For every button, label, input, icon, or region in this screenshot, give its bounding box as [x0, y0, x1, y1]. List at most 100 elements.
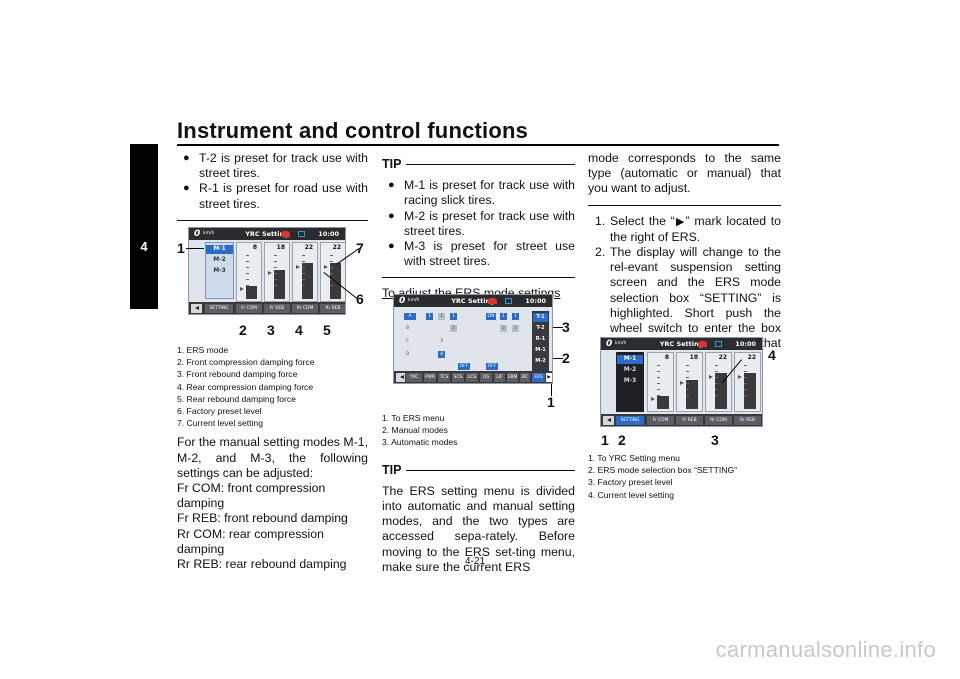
gauge-tick	[246, 261, 249, 262]
gauge-fill	[744, 373, 756, 409]
side-item-t2: T-2	[536, 325, 545, 331]
caption: 2. Manual modes	[382, 425, 448, 436]
gauge-tick	[274, 273, 277, 274]
chapter-number: 4	[140, 239, 148, 254]
gauge-tick	[330, 267, 333, 268]
preset-arrow	[268, 271, 272, 275]
gauge-value: 8	[252, 244, 257, 251]
gauge-tick	[657, 383, 660, 384]
gauge-tick	[274, 267, 277, 268]
gauge-tick	[715, 365, 718, 366]
gauge-tick	[657, 395, 660, 396]
btn-setting: SETTING	[616, 416, 644, 425]
btn-lcs: LCS	[466, 373, 478, 382]
btn-tcs: TCS	[438, 373, 450, 382]
mode-m1: M-1	[206, 245, 233, 254]
preset-arrow	[709, 375, 713, 379]
tip-heading: TIP	[382, 157, 575, 172]
mode-m2: M-2	[623, 367, 637, 373]
preset-arrow	[680, 381, 684, 385]
gauge-tick	[686, 377, 689, 378]
side-item-t1: T-1	[533, 313, 548, 322]
ers-mode-box: M-1 M-2 M-3	[205, 242, 234, 299]
mode-m1: M-1	[617, 355, 643, 364]
gauge-value: 18	[276, 244, 285, 251]
gauge-tick	[657, 377, 660, 378]
step-number: 2.	[595, 245, 606, 260]
gauge-tick	[330, 261, 333, 262]
btn-fr-reb: Fr REB	[264, 304, 290, 313]
gauge-tick	[715, 389, 718, 390]
gauge-fr-com: 8	[647, 352, 674, 412]
btn-ers: ERS	[532, 373, 545, 382]
warning-icon	[488, 298, 497, 304]
lcd-title: YRC Setting	[245, 230, 289, 238]
gauge-tick	[246, 285, 249, 286]
mode-m2: M-2	[213, 257, 226, 263]
gauge-value: 22	[747, 354, 756, 361]
leader-line	[551, 384, 552, 396]
mode-m3: M-3	[623, 378, 637, 384]
row-label-b: B	[405, 326, 410, 331]
grid-cell: 1	[426, 313, 433, 320]
section-rule	[177, 219, 368, 221]
grid-cell: 2	[500, 325, 507, 332]
battery-icon	[298, 231, 305, 237]
grid-cell: 2	[512, 325, 519, 332]
grid-cell: 1	[450, 313, 457, 320]
tip-heading: TIP	[382, 463, 575, 478]
gauge-tick	[330, 273, 333, 274]
side-item-m1: M-1	[535, 347, 546, 353]
grid-cell: 1	[438, 313, 445, 320]
gauge-tick	[715, 395, 718, 396]
gauge-tick	[686, 365, 689, 366]
btn-scs: SCS	[452, 373, 464, 382]
bullet-t2: T-2 is preset for track use with street …	[177, 151, 368, 181]
leader-line	[553, 358, 563, 359]
lcd-button-row: SETTING Fr COM Fr REB Rr COM Rr REB	[189, 302, 345, 314]
gauge-tick	[657, 365, 660, 366]
gauge-value: 22	[718, 354, 727, 361]
battery-icon	[715, 341, 722, 347]
preset-arrow	[324, 265, 328, 269]
gauge-tick	[744, 395, 747, 396]
btn-rr-com: Rr COM	[705, 416, 732, 425]
btn-rr-reb: Rr REB	[734, 416, 761, 425]
gauge-tick	[302, 267, 305, 268]
gauge-tick	[302, 255, 305, 256]
speed-unit: km/h	[408, 298, 420, 303]
mode-m3: M-3	[213, 268, 226, 274]
continuation-text: mode corresponds to the same type (autom…	[588, 151, 781, 196]
gauge-tick	[274, 255, 277, 256]
gauge-tick	[744, 383, 747, 384]
caption: 4. Rear compression damping force	[177, 381, 314, 392]
gauge-tick	[715, 383, 718, 384]
bullet-r1: R-1 is preset for road use with street t…	[177, 181, 368, 211]
figure-1-captions: 1. ERS mode 2. Front compression damping…	[177, 344, 368, 429]
row-label-d: D	[405, 352, 410, 357]
column-3: mode corresponds to the same type (autom…	[588, 151, 781, 367]
gauge-value: 22	[304, 244, 313, 251]
ers-screen-1: 0 km/h YRC Setting 10:00 M-1 M-2 M-3 8 1…	[188, 227, 346, 315]
callout-1: 1	[547, 394, 555, 410]
caption: 6. Factory preset level	[177, 406, 262, 417]
back-arrow-icon	[603, 416, 614, 425]
caption: 2. ERS mode selection box “SETTING”	[588, 465, 738, 476]
leader-line	[553, 327, 563, 328]
speed-unit: km/h	[203, 231, 215, 236]
btn-rr-reb: Rr REB	[320, 304, 345, 313]
side-item-r1: R-1	[535, 336, 546, 342]
gauge-tick	[302, 261, 305, 262]
step-1: 1.Select the “▶” mark located to the rig…	[588, 214, 781, 245]
gauge-fr-com: 8	[236, 242, 262, 302]
btn-ebm: EBM	[507, 373, 518, 382]
clock: 10:00	[318, 230, 339, 238]
grid-cell: 2	[450, 325, 457, 332]
figure-3-captions: 1. To YRC Setting menu 2. ERS mode selec…	[588, 452, 781, 501]
btn-fr-com: Fr COM	[647, 416, 674, 425]
header-rule	[177, 144, 779, 146]
btn-pwr: PWR	[424, 373, 436, 382]
bullet-m3: M-3 is preset for street use with street…	[382, 239, 575, 269]
column-1-lower: 1. ERS mode 2. Front compression damping…	[177, 344, 368, 572]
gauge-tick	[302, 279, 305, 280]
